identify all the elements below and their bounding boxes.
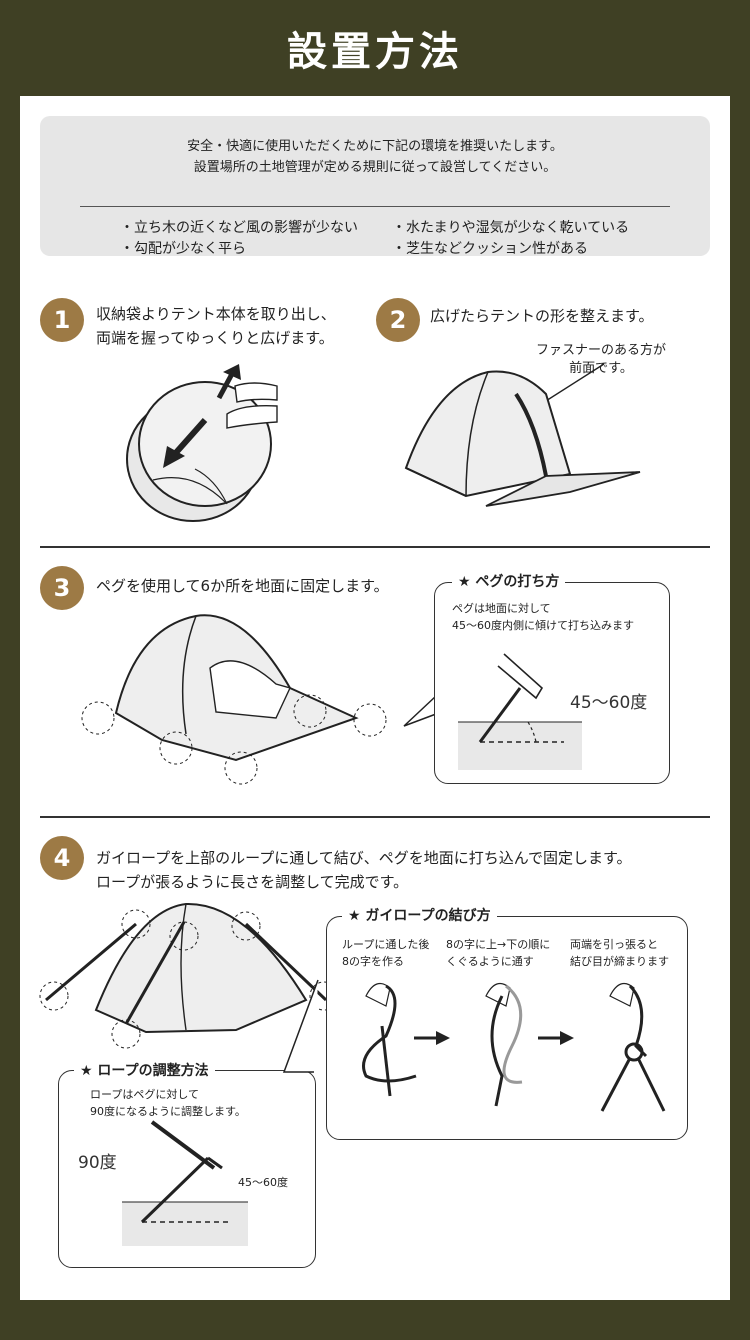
knot-step-1-line2: 8の字を作る xyxy=(342,955,404,968)
rope-adjust-desc: ロープはペグに対して 90度になるように調整します。 xyxy=(90,1086,246,1120)
rope-adjust-desc-line2: 90度になるように調整します。 xyxy=(90,1105,246,1118)
instruction-panel: 安全・快適に使用いただくために下記の環境を推奨いたします。 設置場所の土地管理が… xyxy=(20,96,730,1300)
tent-shape-illustration xyxy=(404,363,641,507)
step-4-text: ガイロープを上部のループに通して結び、ペグを地面に打ち込んで固定します。 ロープ… xyxy=(96,846,632,894)
knot-step-1: ループに通した後 8の字を作る xyxy=(342,936,429,970)
knot-step-3-line1: 両端を引っ張ると xyxy=(570,938,658,951)
step-2-badge: 2 xyxy=(376,298,420,342)
rope-box-pointer xyxy=(282,979,319,1073)
rope-angle-45-label: 45～60度 xyxy=(238,1176,288,1189)
zipper-callout: ファスナーのある方が 前面です。 xyxy=(536,342,666,378)
rope-angle-90-label: 90度 xyxy=(78,1153,117,1173)
notice-intro-line1: 安全・快適に使用いただくために下記の環境を推奨いたします。 xyxy=(187,139,563,154)
knot-method-box xyxy=(326,916,688,1140)
knot-method-title: ★ ガイロープの結び方 xyxy=(342,905,497,925)
step-4-line2: ロープが張るように長さを調整して完成です。 xyxy=(96,873,409,891)
step-2-text: 広げたらテントの形を整えます。 xyxy=(430,307,654,325)
peg-method-desc: ペグは地面に対して 45～60度内側に傾けて打ち込みます xyxy=(452,600,634,634)
guyed-tent-illustration xyxy=(39,902,339,1049)
knot-step-2-line2: くぐるように通す xyxy=(446,955,534,968)
step-1-line1: 収納袋よりテント本体を取り出し、 xyxy=(96,305,336,323)
peg-method-desc-line2: 45～60度内側に傾けて打ち込みます xyxy=(452,619,634,632)
knot-step-1-line1: ループに通した後 xyxy=(342,938,430,951)
notice-intro-line2: 設置場所の土地管理が定める規則に従って設営してください。 xyxy=(193,160,557,175)
condition-item: ・芝生などクッション性がある xyxy=(392,241,588,257)
step-4-badge: 4 xyxy=(40,836,84,880)
page-title: 設置方法 xyxy=(287,29,463,75)
pegged-tent-illustration xyxy=(81,614,387,785)
section-divider xyxy=(40,546,710,548)
step-1-text: 収納袋よりテント本体を取り出し、 両端を握ってゆっくりと広げます。 xyxy=(96,302,336,350)
peg-method-title: ★ ペグの打ち方 xyxy=(452,571,566,591)
rope-adjust-desc-line1: ロープはペグに対して xyxy=(90,1088,200,1101)
peg-method-desc-line1: ペグは地面に対して xyxy=(452,602,551,615)
section-divider xyxy=(40,816,710,818)
rope-angle-illustration xyxy=(122,1120,248,1246)
condition-item: ・勾配が少なく平ら xyxy=(120,241,246,257)
step-3-text: ペグを使用して6か所を地面に固定します。 xyxy=(96,577,389,595)
folded-tent-illustration xyxy=(126,364,278,522)
zipper-callout-line2: 前面です。 xyxy=(569,361,633,376)
step-1-badge: 1 xyxy=(40,298,84,342)
notice-divider xyxy=(80,206,670,207)
rope-adjust-title: ★ ロープの調整方法 xyxy=(74,1060,215,1080)
callout-pointer xyxy=(403,695,437,727)
step-1-line2: 両端を握ってゆっくりと広げます。 xyxy=(96,329,334,347)
knot-step-2-line1: 8の字に上→下の順に xyxy=(446,938,551,951)
step-4-line1: ガイロープを上部のループに通して結び、ペグを地面に打ち込んで固定します。 xyxy=(96,849,632,867)
knot-step-3: 両端を引っ張ると 結び目が締まります xyxy=(570,936,669,970)
notice-box: 安全・快適に使用いただくために下記の環境を推奨いたします。 設置場所の土地管理が… xyxy=(40,116,710,257)
peg-angle-illustration xyxy=(458,653,582,770)
condition-item: ・立ち木の近くなど風の影響が少ない xyxy=(120,220,358,236)
knot-step-2: 8の字に上→下の順に くぐるように通す xyxy=(446,936,550,970)
knot-illustration xyxy=(362,982,666,1112)
zipper-callout-line1: ファスナーのある方が xyxy=(536,343,667,358)
peg-angle-label: 45～60度 xyxy=(570,693,648,713)
notice-intro: 安全・快適に使用いただくために下記の環境を推奨いたします。 設置場所の土地管理が… xyxy=(40,136,710,178)
condition-item: ・水たまりや湿気が少なく乾いている xyxy=(392,220,630,236)
knot-step-3-line2: 結び目が締まります xyxy=(570,955,669,968)
step-3-badge: 3 xyxy=(40,566,84,610)
